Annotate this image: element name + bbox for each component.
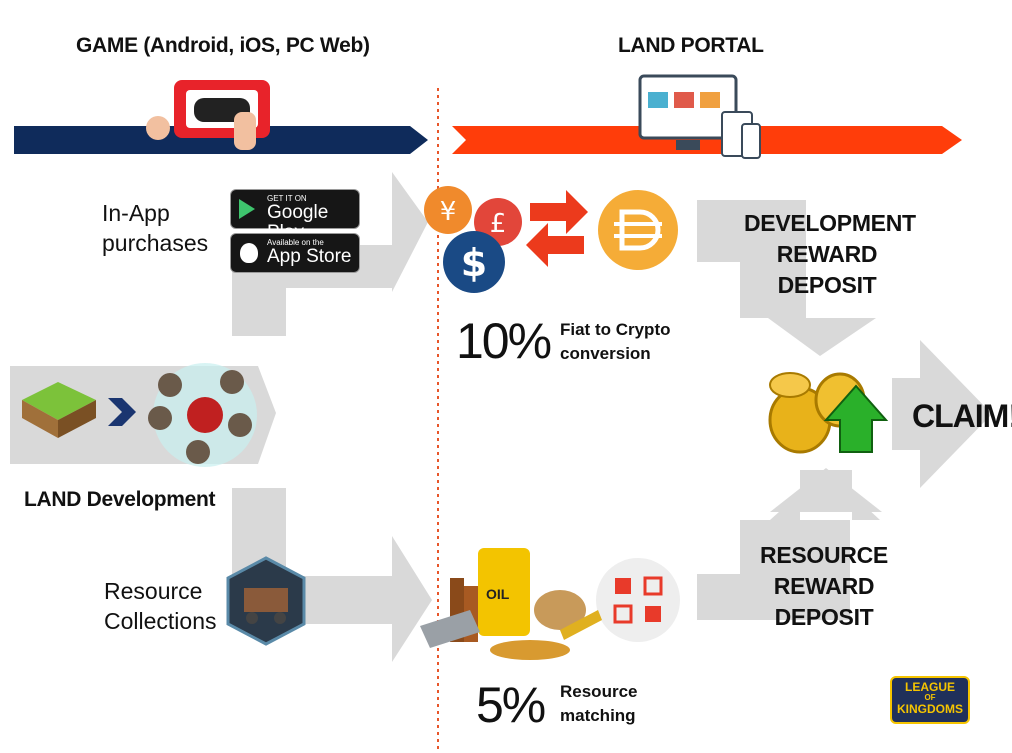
dev-deposit-flow bbox=[697, 200, 876, 356]
land-development-label: LAND Development bbox=[24, 488, 216, 511]
apple-icon bbox=[240, 243, 258, 263]
chevron-right-icon bbox=[108, 398, 136, 426]
resource-collections-label: Resource Collections bbox=[104, 576, 217, 636]
logo-line-2: OF bbox=[924, 693, 936, 702]
land-plot-icon bbox=[22, 382, 96, 438]
conversion-arrows bbox=[526, 190, 588, 267]
app-store-badge[interactable]: Available on the App Store bbox=[230, 233, 360, 273]
land-portal-header: LAND PORTAL bbox=[618, 34, 764, 57]
fiat-coins: ¥ £ $ bbox=[424, 186, 522, 293]
app-store-small: Available on the bbox=[267, 238, 324, 247]
devices-icon bbox=[638, 74, 761, 159]
resources-pile-icon bbox=[420, 548, 602, 660]
svg-text:$: $ bbox=[461, 241, 487, 285]
development-deposit-label: DEVELOPMENT REWARD DEPOSIT bbox=[744, 208, 916, 301]
resource-collections-line-1: Resource bbox=[104, 578, 203, 604]
dev-deposit-line-2: REWARD bbox=[776, 241, 878, 267]
fiat-label-line-1: Fiat to Crypto bbox=[560, 320, 671, 339]
gold-coins-icon bbox=[768, 372, 889, 454]
claim-label: CLAIM! bbox=[912, 398, 1012, 434]
svg-text:¥: ¥ bbox=[440, 197, 457, 227]
game-controller-icon bbox=[146, 80, 270, 150]
res-deposit-line-2: REWARD bbox=[773, 573, 875, 599]
league-of-kingdoms-logo: LEAGUE OF KINGDOMS bbox=[890, 676, 970, 724]
oil-barrel-label: OIL bbox=[486, 586, 510, 602]
fiat-label-line-2: conversion bbox=[560, 344, 651, 363]
dev-deposit-line-3: DEPOSIT bbox=[777, 272, 877, 298]
res-deposit-flow bbox=[697, 470, 880, 620]
resource-matching-line-2: matching bbox=[560, 706, 636, 725]
app-store-big: App Store bbox=[267, 246, 352, 267]
google-play-icon bbox=[239, 199, 255, 219]
in-app-line-2: purchases bbox=[102, 230, 209, 256]
game-header: GAME (Android, iOS, PC Web) bbox=[76, 34, 370, 57]
google-play-small: GET IT ON bbox=[267, 194, 307, 203]
game-banner-arrow bbox=[14, 126, 428, 154]
in-app-label: In-App purchases bbox=[102, 198, 208, 258]
res-deposit-line-1: RESOURCE bbox=[760, 542, 888, 568]
resource-matching-line-1: Resource bbox=[560, 682, 638, 701]
fiat-percent: 10% bbox=[456, 313, 552, 369]
resource-matching-label: Resource matching bbox=[560, 680, 637, 728]
svg-text:£: £ bbox=[490, 209, 507, 239]
mine-cart-icon bbox=[226, 556, 306, 646]
resource-deposit-label: RESOURCE REWARD DEPOSIT bbox=[742, 540, 906, 633]
resource-percent: 5% bbox=[476, 677, 546, 733]
in-app-line-1: In-App bbox=[102, 200, 170, 226]
logo-line-1: LEAGUE bbox=[904, 680, 955, 694]
resource-matching-icon bbox=[596, 558, 680, 642]
claim-arrow bbox=[892, 340, 992, 488]
res-deposit-line-3: DEPOSIT bbox=[774, 604, 874, 630]
resource-collections-line-2: Collections bbox=[104, 608, 217, 634]
dai-coin bbox=[598, 190, 678, 270]
portal-banner-arrow bbox=[452, 126, 962, 154]
fiat-label: Fiat to Crypto conversion bbox=[560, 318, 671, 366]
logo-line-3: KINGDOMS bbox=[897, 702, 963, 716]
kingdom-cluster-icon bbox=[148, 363, 257, 467]
dev-deposit-line-1: DEVELOPMENT bbox=[744, 210, 916, 236]
google-play-badge[interactable]: GET IT ON Google Play bbox=[230, 189, 360, 243]
